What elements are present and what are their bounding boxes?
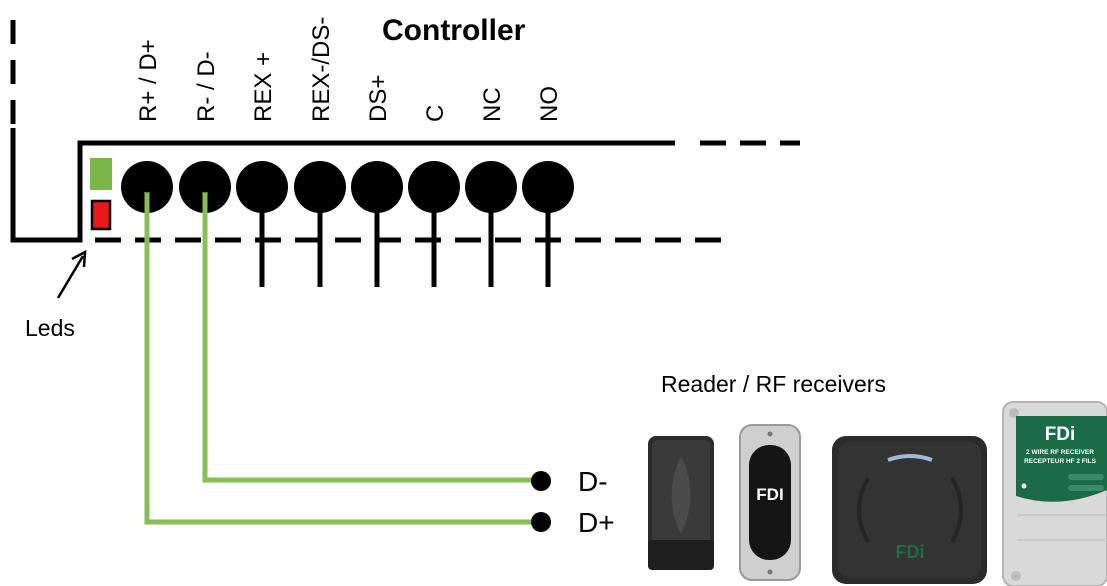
rf-receiver-brand: FDi: [1045, 424, 1076, 445]
terminal-screw: [465, 161, 517, 213]
terminal-label: NO: [536, 86, 563, 122]
outline-solid: [10, 128, 675, 243]
wire-d-plus-origin: [142, 183, 152, 193]
rf-receiver-line1: 2 WIRE RF RECEIVER: [1026, 449, 1094, 456]
d-plus-label: D+: [578, 507, 615, 538]
screw-bottom-icon: [767, 569, 773, 575]
rf-receiver: FDi 2 WIRE RF RECEIVER RECEPTEUR HF 2 FI…: [1002, 401, 1107, 586]
terminal-label: R- / D-: [193, 51, 220, 122]
push-reader-brand: FDI: [756, 485, 783, 504]
reader-base: [648, 540, 714, 570]
led-strip-icon: [887, 454, 933, 462]
readers-caption: Reader / RF receivers: [661, 371, 886, 397]
screw-top-icon: [767, 431, 773, 437]
rf-led-icon: [1021, 483, 1027, 489]
terminal-screw: [294, 161, 346, 213]
terminal-screw: [236, 161, 288, 213]
square-reader-face: [838, 442, 981, 578]
controller-title: Controller: [382, 14, 526, 47]
d-minus-label: D-: [578, 466, 608, 497]
rf-button-1-icon: [1068, 474, 1104, 480]
leds-label: Leds: [25, 315, 75, 341]
terminal-labels: R+ / D+ R- / D- REX + REX-/DS- DS+ C NC NO: [135, 17, 563, 122]
terminal-screw: [351, 161, 403, 213]
leds-arrow-icon: [56, 249, 87, 299]
square-reader: FDi: [832, 436, 987, 584]
d-plus-terminal-dot: [531, 512, 551, 532]
d-minus-terminal-dot: [531, 471, 551, 491]
wave-right-icon: [950, 477, 963, 543]
terminal-screw: [408, 161, 460, 213]
rf-screw-icon: [1009, 408, 1019, 418]
wire-d-minus-origin: [200, 183, 210, 193]
led-green-icon: [90, 158, 112, 190]
wire-d-minus: [202, 188, 541, 483]
leds: [90, 158, 112, 231]
terminal-label: REX-/DS-: [308, 17, 335, 122]
terminal-screw: [522, 161, 574, 213]
proximity-reader-slim: [648, 436, 714, 570]
terminal-label: R+ / D+: [135, 39, 162, 122]
push-reader: FDI: [739, 424, 801, 581]
wire-d-plus: [144, 188, 541, 525]
controller-outline: [10, 20, 800, 243]
rf-receiver-label-panel: [1016, 416, 1107, 502]
terminal-label: C: [422, 105, 449, 122]
rf-receiver-line2: RECEPTEUR HF 2 FILS: [1024, 458, 1097, 465]
terminal-label: DS+: [365, 75, 392, 122]
terminal-block: [121, 161, 574, 287]
wires: [144, 188, 541, 525]
push-reader-face: [749, 445, 791, 560]
rf-button-2-icon: [1068, 485, 1104, 491]
rf-screw-bottom-icon: [1011, 571, 1021, 581]
led-red-icon: [90, 199, 112, 231]
reader-ridge-icon: [671, 456, 691, 534]
wave-left-icon: [857, 477, 870, 543]
square-reader-brand: FDi: [896, 542, 925, 562]
terminal-label: REX +: [250, 52, 277, 122]
terminal-label: NC: [479, 87, 506, 122]
